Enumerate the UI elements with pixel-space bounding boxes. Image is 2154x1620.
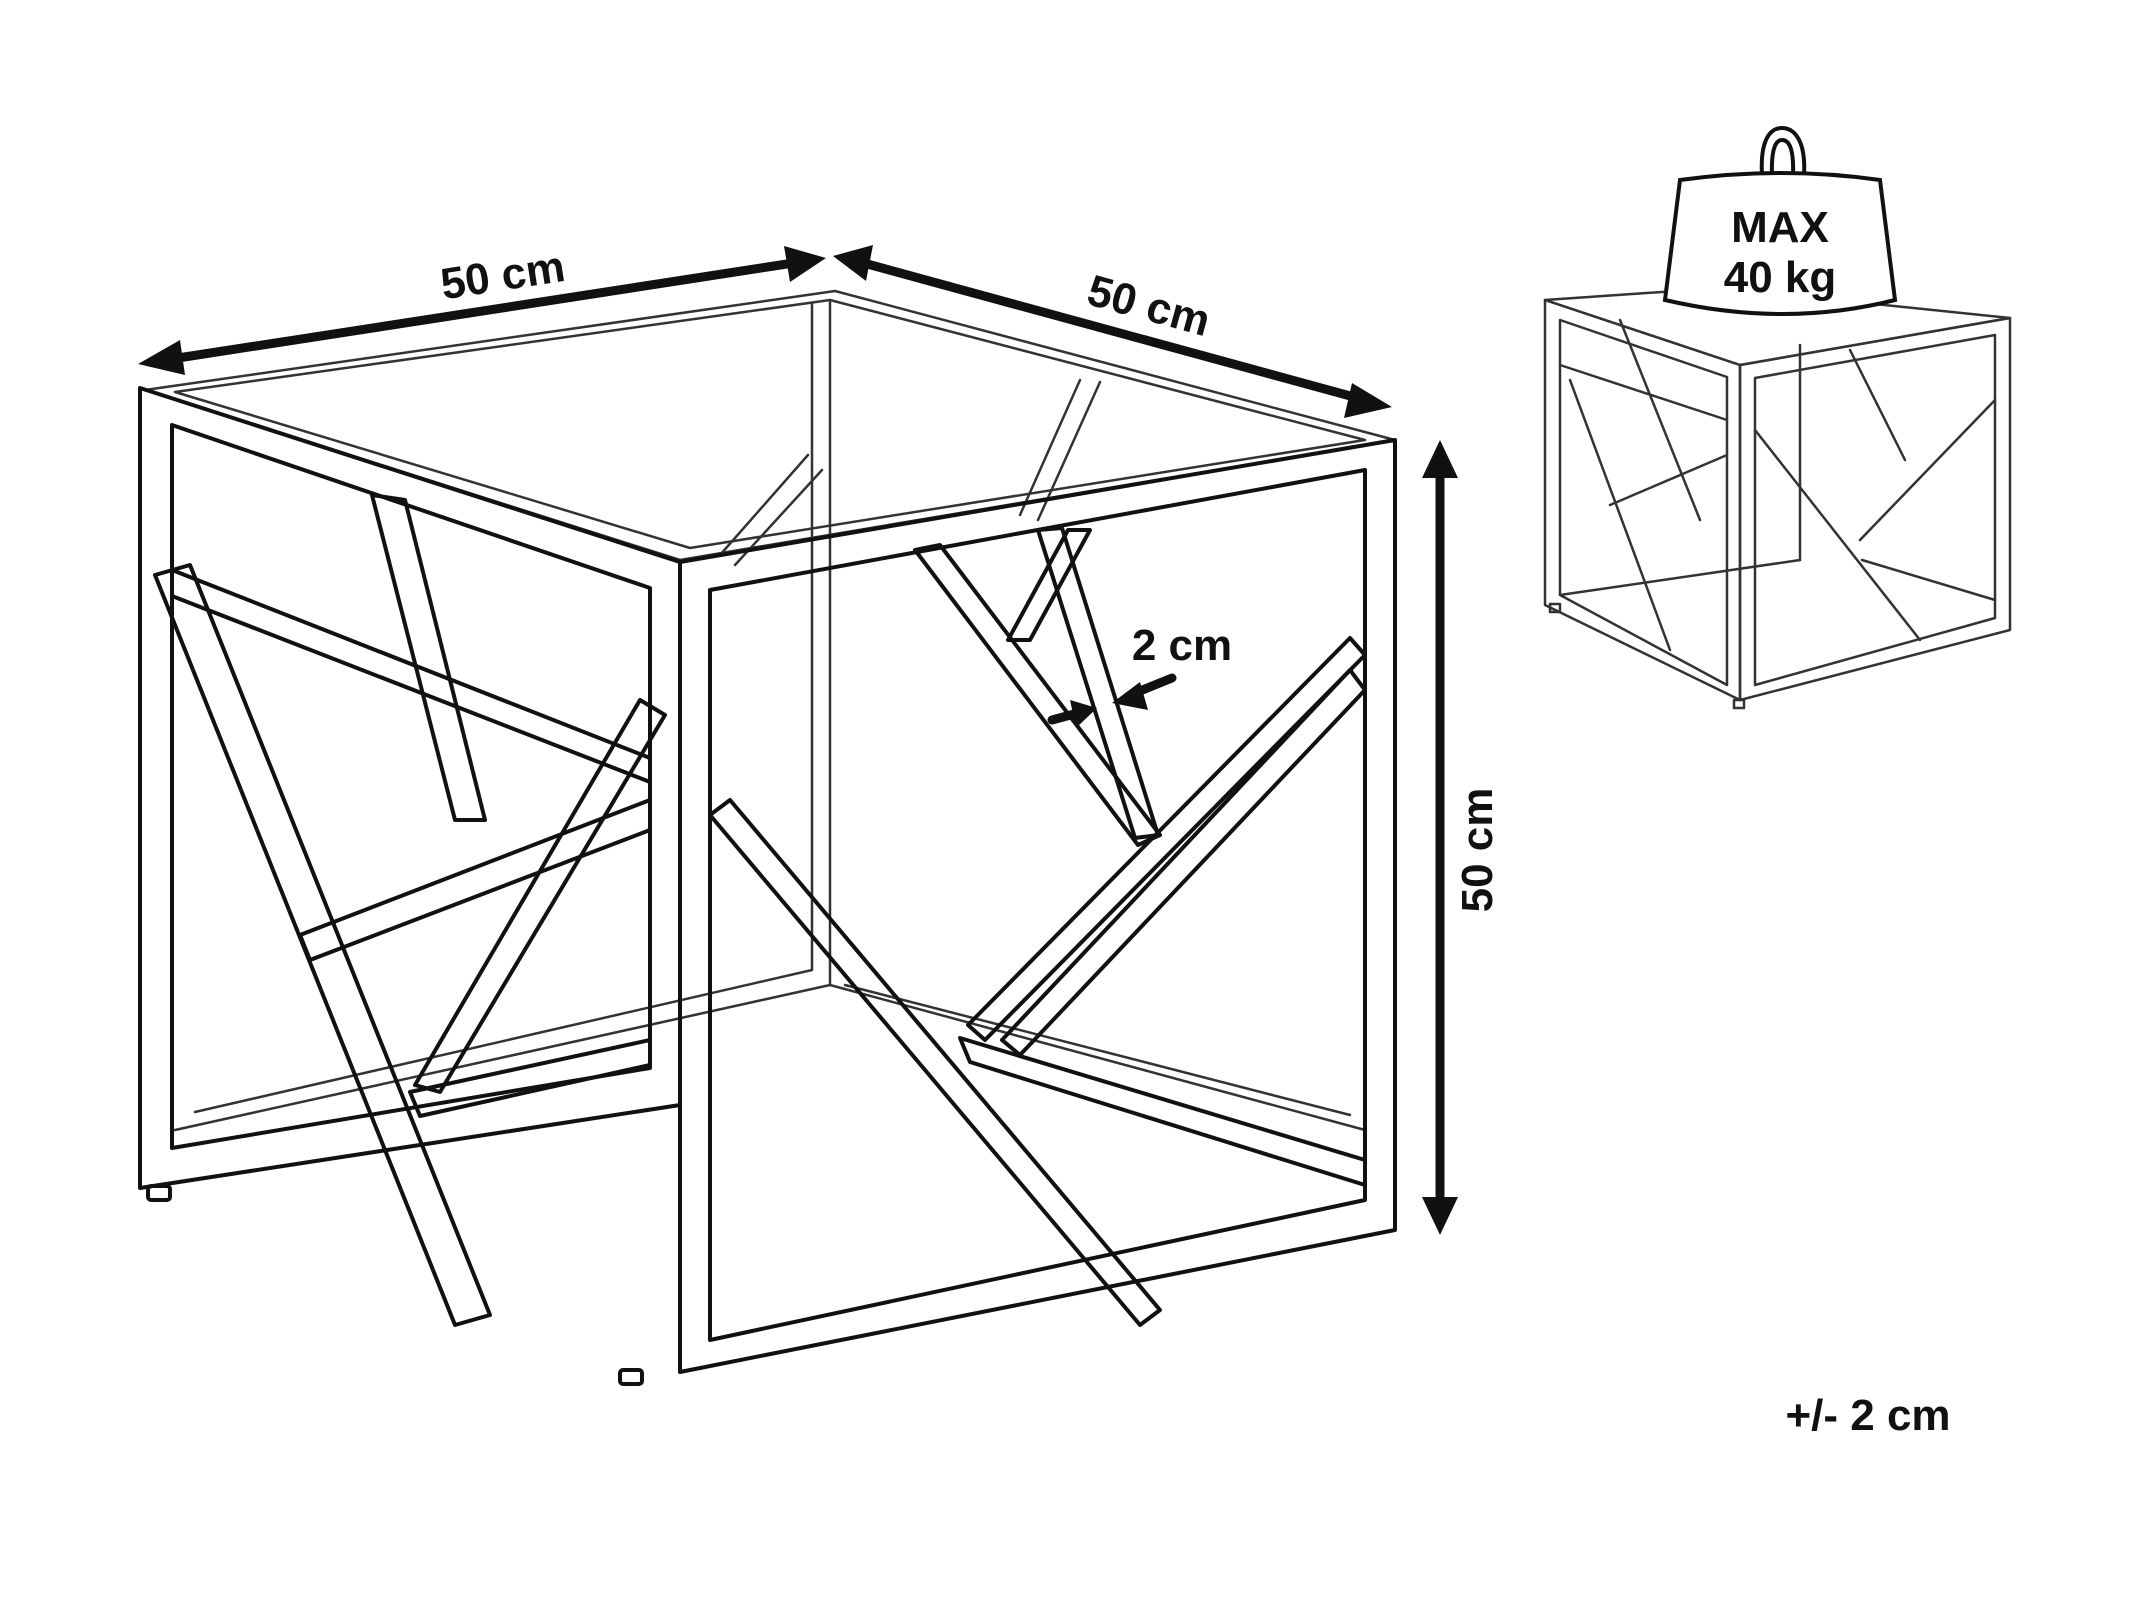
main-table-drawing [138, 289, 1397, 1386]
height-label: 50 cm [1453, 788, 1502, 913]
table-feet [146, 1184, 644, 1386]
load-label-max: MAX [1731, 203, 1829, 252]
right-face-frame [678, 438, 1397, 1374]
back-frame [173, 298, 1367, 1132]
height-dimension: 50 cm [1422, 440, 1502, 1235]
load-illustration: MAX 40 kg [1543, 125, 2012, 710]
width-dimension: 50 cm [138, 242, 826, 375]
depth-label: 50 cm [1082, 266, 1215, 346]
load-label-weight: 40 kg [1724, 253, 1837, 302]
tube-thickness-label: 2 cm [1132, 621, 1232, 670]
tolerance-note: +/- 2 cm [1785, 1391, 1950, 1440]
weight-icon: MAX 40 kg [1662, 125, 1898, 316]
tube-thickness-dimension: 2 cm [1047, 621, 1232, 728]
depth-dimension: 50 cm [833, 245, 1392, 418]
left-face-frame [138, 386, 682, 1327]
